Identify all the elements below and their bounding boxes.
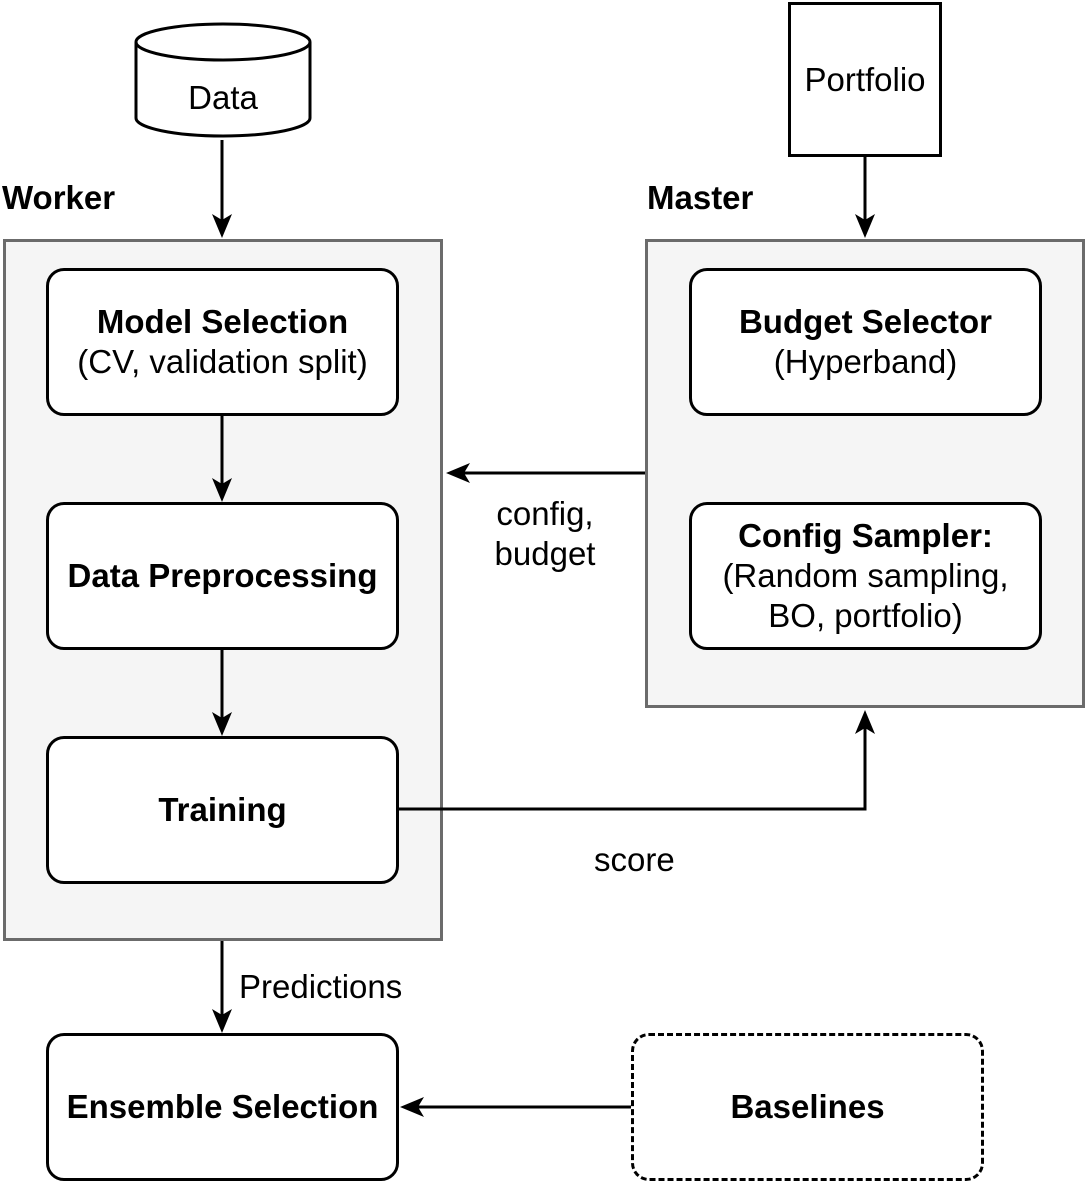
budget-label: budget bbox=[494, 535, 596, 572]
budget-selector-detail: (Hyperband) bbox=[773, 343, 958, 380]
edge-training-to-master bbox=[399, 722, 867, 811]
data-cylinder: Data bbox=[133, 20, 313, 140]
arrowhead-preprocessing bbox=[212, 478, 232, 502]
arrowhead-baselines bbox=[400, 1097, 424, 1117]
baselines-title: Baselines bbox=[730, 1088, 885, 1125]
config-sampler-detail-line1: (Random sampling, bbox=[722, 557, 1009, 594]
arrowhead-score bbox=[855, 710, 875, 734]
budget-selector-title: Budget Selector bbox=[738, 303, 993, 340]
arrowhead-training bbox=[212, 712, 232, 736]
ensemble-selection-box: Ensemble Selection bbox=[46, 1033, 399, 1181]
budget-selector-box: Budget Selector (Hyperband) bbox=[689, 268, 1042, 416]
training-title: Training bbox=[158, 791, 287, 828]
model-selection-title: Model Selection bbox=[96, 303, 349, 340]
training-box: Training bbox=[46, 736, 399, 884]
arrowhead-predictions bbox=[212, 1009, 232, 1033]
database-icon bbox=[134, 22, 312, 138]
data-preprocessing-box: Data Preprocessing bbox=[46, 502, 399, 650]
worker-title: Worker bbox=[2, 179, 116, 216]
baselines-box: Baselines bbox=[631, 1033, 984, 1181]
ensemble-selection-title: Ensemble Selection bbox=[66, 1088, 379, 1125]
model-selection-box: Model Selection (CV, validation split) bbox=[46, 268, 399, 416]
portfolio-label: Portfolio bbox=[804, 60, 926, 98]
arrowhead-portfolio bbox=[855, 214, 875, 238]
master-title: Master bbox=[647, 179, 754, 216]
arrowhead-data bbox=[212, 214, 232, 238]
config-budget-label: config, budget bbox=[470, 494, 620, 574]
config-sampler-title: Config Sampler: bbox=[738, 517, 993, 554]
config-sampler-box: Config Sampler: (Random sampling, BO, po… bbox=[689, 502, 1042, 650]
data-preprocessing-title: Data Preprocessing bbox=[67, 557, 378, 594]
arrowhead-config bbox=[446, 463, 470, 483]
model-selection-detail: (CV, validation split) bbox=[77, 343, 368, 380]
predictions-label: Predictions bbox=[239, 968, 403, 1005]
config-label: config, bbox=[496, 495, 594, 532]
data-label: Data bbox=[188, 79, 258, 116]
score-label: score bbox=[594, 841, 675, 878]
config-sampler-detail-line2: BO, portfolio) bbox=[768, 597, 963, 634]
portfolio-box: Portfolio bbox=[788, 2, 942, 157]
